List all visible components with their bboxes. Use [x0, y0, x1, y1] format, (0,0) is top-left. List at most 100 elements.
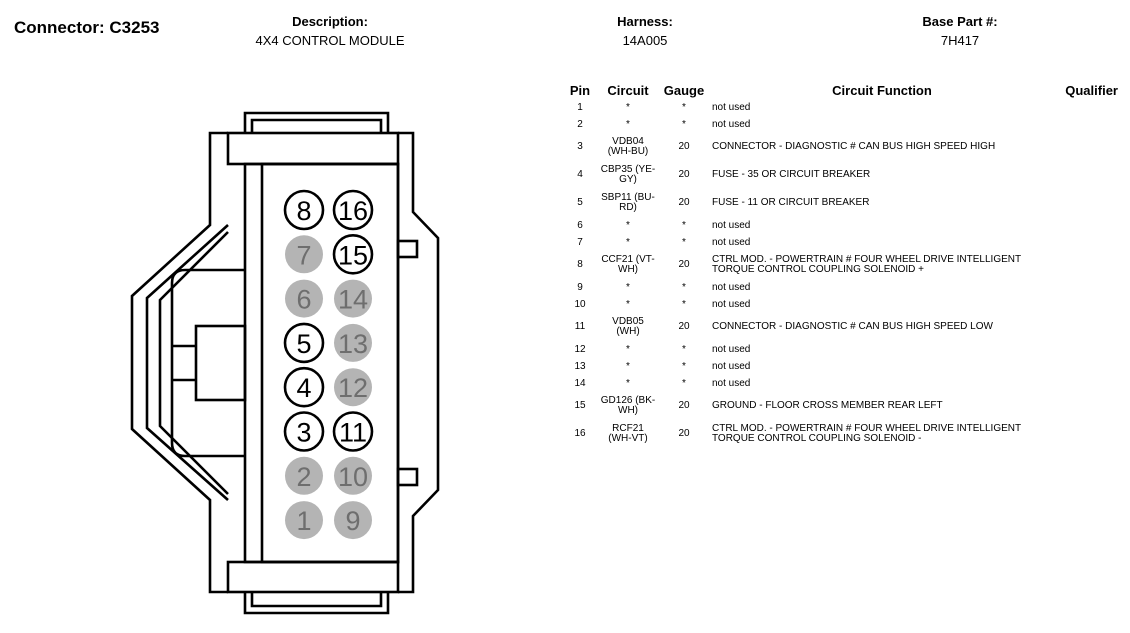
- qualifier-cell: [1055, 99, 1121, 116]
- circuit-cell: *: [626, 236, 630, 248]
- pin-cell: 5: [577, 197, 583, 208]
- header-pin: Pin: [569, 83, 591, 98]
- function-cell: not used: [712, 298, 751, 310]
- function-cell: CTRL MOD. - POWERTRAIN # FOUR WHEEL DRIV…: [712, 254, 1021, 275]
- gauge-cell: *: [682, 360, 686, 372]
- housing-top-ledge: [226, 131, 400, 166]
- housing-right-step: [398, 131, 440, 594]
- pin-9-circle: [334, 501, 372, 540]
- connector-title: Connector: C3253: [14, 18, 160, 37]
- pin-1-label: 1: [296, 506, 311, 536]
- pin-12-label: 12: [338, 373, 368, 403]
- gauge-cell: 20: [678, 197, 690, 208]
- qualifier-cell: [1055, 116, 1121, 133]
- pin-11-label: 11: [339, 418, 367, 448]
- circuit-cell: CCF21 (VT-WH): [601, 254, 655, 275]
- header-circuit-function: Circuit Function: [832, 83, 932, 98]
- connector-housing: [130, 111, 440, 615]
- table-row: 5 SBP11 (BU-RD) 20 FUSE - 11 OR CIRCUIT BRE…: [563, 189, 1121, 217]
- qualifier-cell: [1055, 358, 1121, 375]
- circuit-cell: *: [626, 298, 630, 310]
- pin-table: Pin Circuit Gauge Circuit Function Quali…: [563, 82, 1121, 448]
- pin-4-circle: [283, 366, 325, 408]
- pin-10-circle: [334, 456, 372, 495]
- qualifier-cell: [1055, 133, 1121, 161]
- housing-pin-cavity: [260, 162, 400, 564]
- qualifier-cell: [1055, 279, 1121, 296]
- function-cell: GROUND - FLOOR CROSS MEMBER REAR LEFT: [712, 400, 943, 411]
- pin-cell: 14: [574, 377, 586, 389]
- description-label: Description:: [292, 14, 368, 29]
- function-cell: not used: [712, 101, 751, 113]
- base-part-label: Base Part #:: [922, 14, 998, 29]
- locking-tab-window: [194, 324, 247, 402]
- circuit-cell: VDB04 (WH-BU): [607, 136, 649, 157]
- gauge-cell: 20: [678, 428, 690, 439]
- qualifier-cell: [1055, 420, 1121, 448]
- pin-2-label: 2: [296, 462, 311, 492]
- function-cell: FUSE - 11 OR CIRCUIT BREAKER: [712, 197, 870, 208]
- circuit-cell: *: [626, 343, 630, 355]
- pin-2-circle: [285, 456, 323, 495]
- qualifier-cell: [1055, 296, 1121, 313]
- housing-top-cap: [243, 111, 390, 133]
- table-row: 7**not used: [563, 234, 1121, 251]
- pin-7-label: 7: [296, 240, 311, 270]
- function-cell: not used: [712, 236, 751, 248]
- circuit-cell: *: [626, 118, 630, 130]
- latch-lower: [396, 467, 419, 487]
- qualifier-cell: [1055, 161, 1121, 189]
- housing-left-flange: [130, 131, 228, 594]
- pin-cell: 13: [574, 360, 586, 372]
- pin-14-label: 14: [338, 285, 368, 315]
- housing-bottom-cap: [243, 592, 390, 615]
- pin-6-circle: [285, 279, 323, 318]
- circuit-cell: VDB05 (WH): [612, 316, 644, 337]
- gauge-cell: *: [682, 298, 686, 310]
- pin-cell: 3: [577, 141, 583, 152]
- gauge-cell: 20: [678, 259, 690, 270]
- pin-12-circle: [334, 368, 372, 407]
- table-row: 6**not used: [563, 217, 1121, 234]
- circuit-cell: *: [626, 219, 630, 231]
- locking-tab: [170, 268, 245, 458]
- pin-cell: 8: [577, 259, 583, 270]
- circuit-cell: *: [626, 101, 630, 113]
- gauge-cell: 20: [678, 169, 690, 180]
- pin-6-label: 6: [296, 285, 311, 315]
- function-cell: not used: [712, 343, 751, 355]
- table-row: 13**not used: [563, 358, 1121, 375]
- description-block: Description: 4X4 CONTROL MODULE: [230, 12, 430, 50]
- pin-8-label: 8: [296, 196, 311, 226]
- function-cell: CONNECTOR - DIAGNOSTIC # CAN BUS HIGH SP…: [712, 141, 996, 152]
- gauge-cell: *: [682, 281, 686, 293]
- qualifier-cell: [1055, 341, 1121, 358]
- pin-cell: 9: [577, 281, 583, 293]
- harness-label: Harness:: [617, 14, 673, 29]
- gauge-cell: *: [682, 377, 686, 389]
- description-value: 4X4 CONTROL MODULE: [255, 33, 405, 48]
- pin-4-label: 4: [296, 373, 311, 403]
- table-header-row: Pin Circuit Gauge Circuit Function Quali…: [563, 82, 1121, 99]
- function-cell: not used: [712, 377, 751, 389]
- pin-cell: 12: [574, 343, 586, 355]
- housing-left-flange-inner-2: [158, 231, 229, 495]
- housing-body: [243, 162, 400, 564]
- table-row: 10**not used: [563, 296, 1121, 313]
- table-row: 2**not used: [563, 116, 1121, 133]
- table-row: 12 * * not used: [563, 341, 1121, 358]
- circuit-cell: SBP11 (BU-RD): [601, 192, 655, 213]
- qualifier-cell: [1055, 234, 1121, 251]
- circuit-cell: RCF21 (WH-VT): [608, 423, 648, 444]
- gauge-cell: 20: [678, 141, 690, 152]
- pin-5-circle: [283, 322, 325, 364]
- gauge-cell: *: [682, 118, 686, 130]
- gauge-cell: *: [682, 343, 686, 355]
- circuit-cell: *: [626, 360, 630, 372]
- function-cell: FUSE - 35 OR CIRCUIT BREAKER: [712, 169, 871, 180]
